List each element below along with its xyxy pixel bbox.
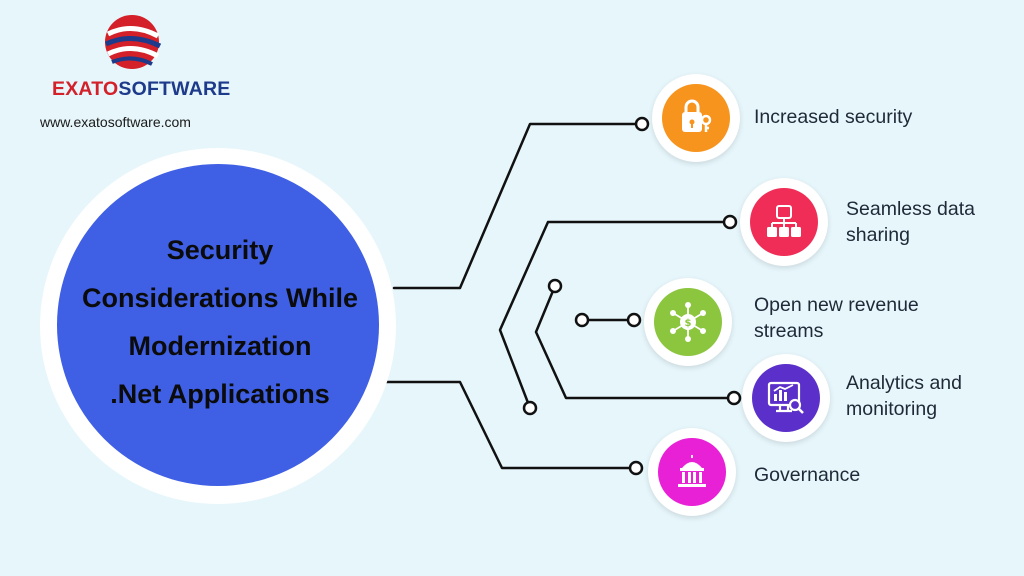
feature-label-open-new-revenue-streams: Open new revenue streams (754, 294, 919, 342)
hub-circle (57, 164, 379, 486)
connector-dot (574, 312, 590, 328)
feature-node-seamless-data-sharing (740, 178, 828, 266)
feature-node-open-new-revenue-streams: $ (644, 278, 732, 366)
feature-node-core (658, 438, 726, 506)
connector-dot (722, 214, 738, 230)
svg-text:$: $ (685, 318, 692, 329)
feature-node-increased-security (652, 74, 740, 162)
brand-logo: EXATOSOFTWARE www.exatosoftware.com (40, 14, 230, 144)
feature-node-governance (648, 428, 736, 516)
connector-dot (634, 116, 650, 132)
hub-title: Security Considerations While Modernizat… (81, 235, 359, 409)
feature-node-core (750, 188, 818, 256)
analytics-monitor-icon (767, 381, 804, 414)
feature-label-seamless-data-sharing: Seamless data sharing (846, 198, 975, 246)
connector-5 (384, 380, 638, 470)
data-sharing-icon (767, 205, 801, 237)
feature-label-increased-security: Increased security (754, 106, 913, 128)
connector-1 (392, 122, 644, 290)
feature-node-core (662, 84, 730, 152)
connector-dot (547, 278, 563, 294)
brand-name: EXATOSOFTWARE (52, 78, 231, 100)
connector-dot (626, 312, 642, 328)
connector-2 (498, 220, 732, 410)
feature-label-analytics-and-monitoring: Analytics and monitoring (846, 372, 962, 420)
revenue-network-icon: $ (670, 302, 706, 342)
connector-dot (522, 400, 538, 416)
connector-4 (534, 284, 736, 400)
brand-url: www.exatosoftware.com (40, 114, 191, 130)
feature-node-analytics-and-monitoring (742, 354, 830, 442)
feature-node-core: $ (654, 288, 722, 356)
feature-label-governance: Governance (754, 464, 861, 486)
connector-dot (726, 390, 742, 406)
feature-node-core (752, 364, 820, 432)
government-building-icon (678, 455, 706, 487)
exato-logo-icon (104, 15, 162, 69)
connector-dot (628, 460, 644, 476)
lock-key-icon (682, 99, 712, 132)
